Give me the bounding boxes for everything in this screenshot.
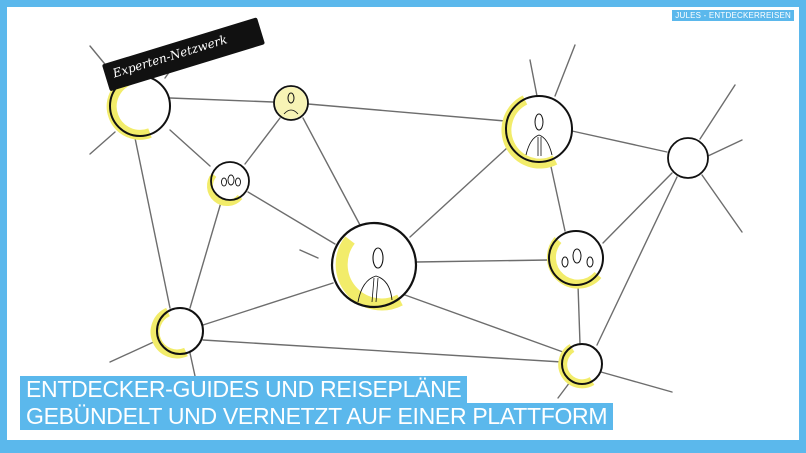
brand-tag: JULES - ENTDECKERREISEN	[672, 10, 794, 21]
group-icon	[210, 161, 250, 201]
person-icon	[505, 95, 573, 163]
caption: ENTDECKER-GUIDES UND REISEPLÄNE GEBÜNDEL…	[20, 376, 614, 430]
person-icon	[273, 85, 309, 121]
caption-line-1: ENTDECKER-GUIDES UND REISEPLÄNE	[20, 376, 468, 403]
person-icon	[330, 221, 418, 309]
circle-node-icon	[561, 343, 603, 385]
group-icon	[548, 230, 604, 286]
caption-line-2: GEBÜNDELT UND VERNETZT AUF EINER PLATTFO…	[20, 403, 614, 430]
circle-node-icon	[667, 137, 709, 179]
circle-node-icon	[156, 307, 204, 355]
network-nodes	[106, 75, 709, 389]
